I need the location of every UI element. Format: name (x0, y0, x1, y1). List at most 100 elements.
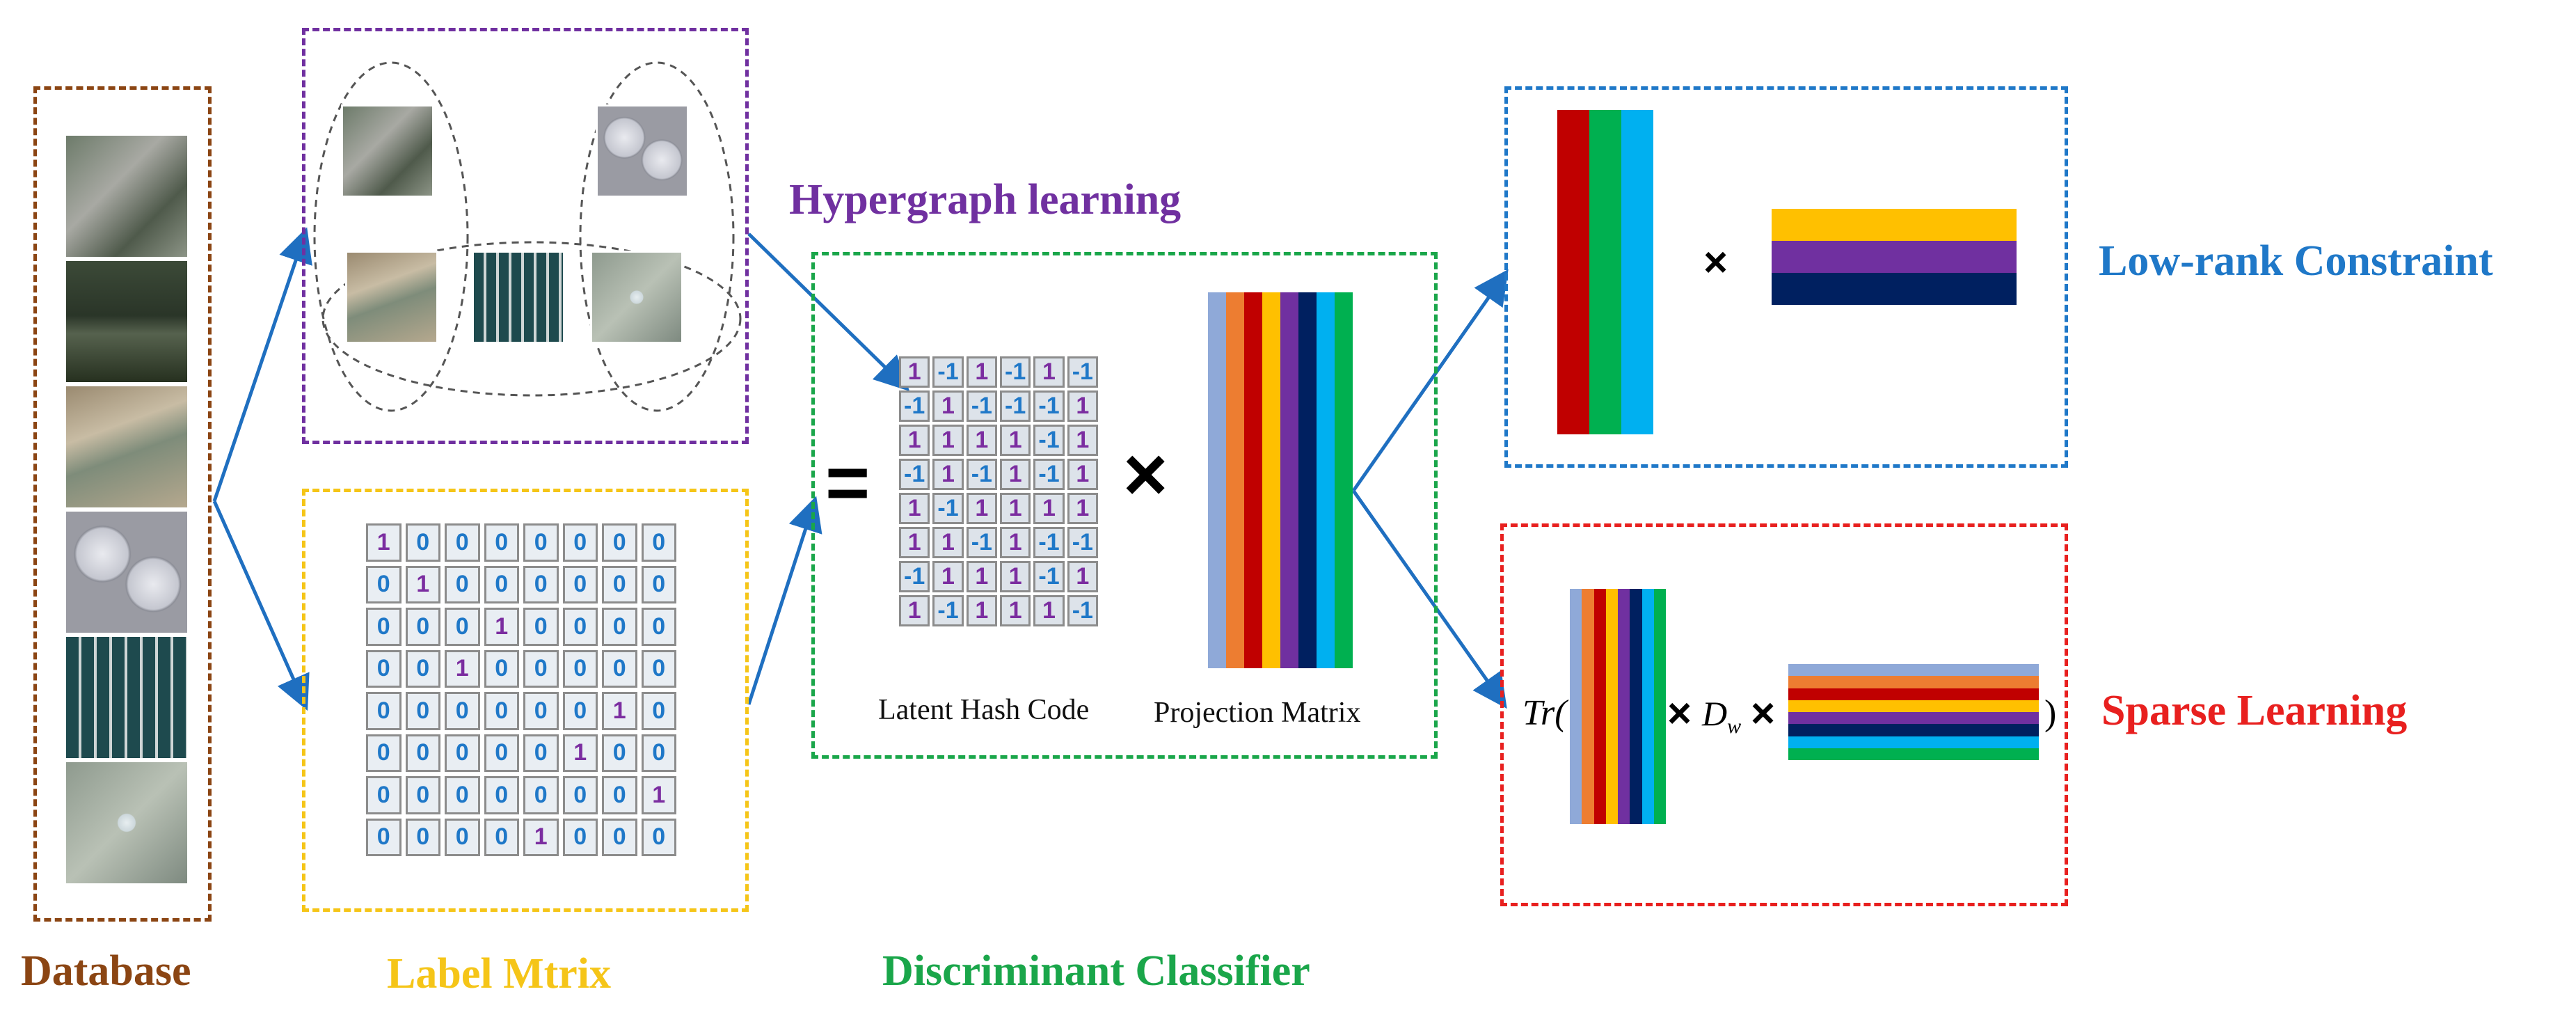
hg-image-tanks (596, 104, 689, 198)
label-cell: 0 (523, 776, 559, 814)
hypergraph-box (302, 28, 749, 444)
hash-cell: -1 (1033, 425, 1065, 456)
label-cell: 0 (405, 608, 440, 646)
projection-stripe (1226, 292, 1244, 668)
hash-cell: -1 (1033, 459, 1065, 490)
hash-cell: 1 (899, 493, 930, 524)
label-cell: 0 (405, 776, 440, 814)
label-cell: 1 (562, 734, 598, 772)
label-cell: 0 (562, 608, 598, 646)
hash-cell: -1 (899, 390, 930, 422)
sparse-left-matrix (1570, 589, 1666, 824)
projection-stripe (1298, 292, 1317, 668)
hash-cell: 1 (966, 425, 997, 456)
lowrank-right-stripe (1772, 209, 2017, 241)
latent-hash-caption: Latent Hash Code (878, 694, 1090, 726)
sparse-right-stripe (1788, 724, 2039, 736)
hash-cell: 1 (1067, 425, 1098, 456)
hash-cell: -1 (966, 459, 997, 490)
label-cell: 0 (445, 608, 480, 646)
hash-cell: 1 (966, 356, 997, 388)
label-cell: 0 (484, 565, 519, 603)
label-cell: 0 (602, 649, 637, 688)
label-cell: 0 (366, 565, 401, 603)
label-cell: 0 (602, 565, 637, 603)
label-cell: 0 (445, 734, 480, 772)
lowrank-caption: Low-rank Constraint (2099, 237, 2493, 285)
label-cell: 0 (602, 523, 637, 562)
label-cell: 0 (445, 818, 480, 856)
lowrank-right-stripe (1772, 273, 2017, 305)
label-cell: 0 (641, 692, 676, 730)
hash-cell: 1 (999, 459, 1031, 490)
hash-cell: 1 (932, 459, 964, 490)
lowrank-right-factor (1772, 209, 2017, 305)
times-sign-lowrank: × (1703, 239, 1728, 285)
label-cell: 0 (641, 608, 676, 646)
arrow-db-to-label (212, 500, 310, 711)
label-cell: 0 (484, 734, 519, 772)
label-cell: 1 (523, 818, 559, 856)
hypergraph-caption: Hypergraph learning (789, 176, 1182, 223)
label-cell: 0 (445, 692, 480, 730)
label-cell: 0 (366, 649, 401, 688)
sparse-right-stripe (1788, 748, 2039, 760)
label-cell: 0 (405, 523, 440, 562)
hyperedge-right (579, 61, 735, 412)
db-image-airplane (64, 760, 189, 885)
label-cell: 0 (562, 776, 598, 814)
label-cell: 0 (602, 734, 637, 772)
projection-stripe (1208, 292, 1226, 668)
label-cell: 0 (523, 649, 559, 688)
hash-cell: 1 (932, 527, 964, 558)
hg-image-building (341, 104, 434, 198)
label-cell: 0 (523, 523, 559, 562)
hash-cell: -1 (932, 356, 964, 388)
label-cell: 0 (523, 565, 559, 603)
trace-close: ) (2044, 693, 2057, 733)
arrow-hypergraph-to-hash (747, 232, 910, 391)
sparse-right-stripe (1788, 664, 2039, 677)
arrow-label-to-classifier (747, 496, 822, 705)
hash-cell: 1 (899, 356, 930, 388)
label-cell: 0 (405, 734, 440, 772)
dw-base: D (1702, 694, 1728, 733)
database-box (33, 86, 212, 922)
hash-cell: 1 (1033, 356, 1065, 388)
hash-cell: 1 (999, 425, 1031, 456)
projection-matrix (1208, 292, 1353, 668)
hash-cell: 1 (932, 390, 964, 422)
db-image-harbor (64, 635, 189, 760)
projection-stripe (1262, 292, 1280, 668)
dw-sub: w (1727, 715, 1742, 738)
label-cell: 0 (405, 649, 440, 688)
sparse-right-matrix (1788, 664, 2039, 760)
projection-stripe (1335, 292, 1353, 668)
label-cell: 0 (484, 818, 519, 856)
hash-cell: 1 (1033, 595, 1065, 626)
hyperedge-ellipses (313, 61, 742, 412)
label-cell: 0 (602, 776, 637, 814)
hash-cell: 1 (1067, 390, 1098, 422)
label-cell: 0 (405, 818, 440, 856)
lowrank-left-stripe (1621, 110, 1653, 434)
times-sign-sparse-2: × (1751, 690, 1776, 736)
label-cell: 0 (484, 776, 519, 814)
label-cell: 0 (523, 608, 559, 646)
label-cell: 0 (366, 692, 401, 730)
sparse-right-stripe (1788, 688, 2039, 700)
dw-weight-matrix: Dw (1702, 693, 1741, 739)
label-cell: 1 (405, 565, 440, 603)
label-cell: 0 (366, 776, 401, 814)
hash-cell: -1 (899, 561, 930, 592)
sparse-left-stripe (1618, 589, 1630, 824)
db-image-road (64, 384, 189, 510)
label-matrix-box (302, 489, 749, 912)
hash-cell: 1 (966, 595, 997, 626)
projection-stripe (1317, 292, 1335, 668)
db-image-river (64, 259, 189, 384)
hash-cell: 1 (1067, 459, 1098, 490)
label-cell: 0 (445, 565, 480, 603)
